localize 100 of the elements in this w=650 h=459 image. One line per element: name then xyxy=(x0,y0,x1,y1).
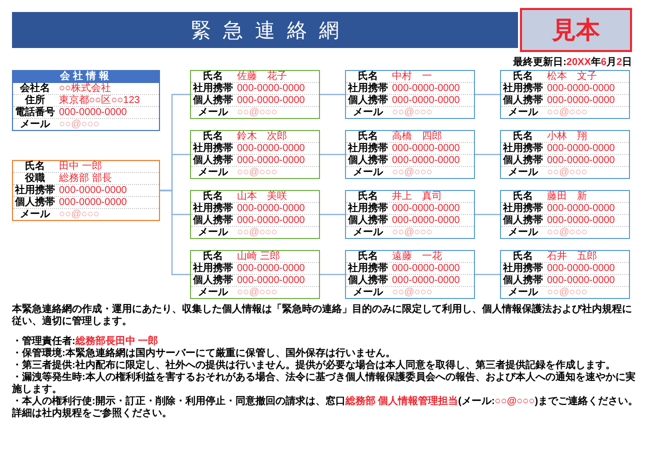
field-value: 総務部 部長 xyxy=(59,173,112,184)
note-text: 本緊急連絡網の作成・運用にあたり、収集した個人情報は「緊急時の連絡」目的のみに限定して利用し、個人情報保護法および社内規程に従い、適切に管理します。 xyxy=(12,304,633,328)
field-label: 個人携帯 xyxy=(348,95,388,106)
connector-line xyxy=(475,214,500,216)
field-label: 氏名 xyxy=(203,251,223,262)
field-label: 社用携帯 xyxy=(503,203,543,214)
field-value: ○○@○○○ xyxy=(59,209,100,221)
field-value: 000-0000-0000 xyxy=(392,215,460,226)
connector-line xyxy=(475,274,500,276)
field-value: 000-0000-0000 xyxy=(547,215,615,226)
field-label: 社用携帯 xyxy=(193,263,233,274)
field-label: 氏名 xyxy=(203,71,223,82)
field-label: 個人携帯 xyxy=(503,275,543,286)
field-label: 社用携帯 xyxy=(503,83,543,94)
field-label: メール xyxy=(20,119,50,131)
title-banner: 緊急連絡網 xyxy=(12,12,518,48)
contact-card xyxy=(500,250,630,299)
field-label: 社用携帯 xyxy=(15,185,55,196)
field-value: 高橋 四郎 xyxy=(392,131,442,142)
contact-card xyxy=(190,190,320,239)
field-value: 000-0000-0000 xyxy=(547,155,615,166)
field-label: メール xyxy=(353,227,383,239)
field-label: 氏名 xyxy=(203,191,223,202)
leader-contact-card xyxy=(12,160,160,221)
field-value: 000-0000-0000 xyxy=(392,263,460,274)
field-value: 000-0000-0000 xyxy=(547,203,615,214)
field-label: 個人携帯 xyxy=(193,95,233,106)
contact-card xyxy=(345,190,475,239)
field-value: 鈴木 次郎 xyxy=(237,131,287,142)
field-label: 個人携帯 xyxy=(193,215,233,226)
field-label: 氏名 xyxy=(358,131,378,142)
field-value: 000-0000-0000 xyxy=(547,263,615,274)
field-label: 個人携帯 xyxy=(503,155,543,166)
note-text: ・保管環境:本緊急連絡網は国内サーバーにて厳重に保管し、国外保存は行いません。 xyxy=(12,348,396,359)
field-label: 社用携帯 xyxy=(503,143,543,154)
field-value: ○○@○○○ xyxy=(237,227,278,239)
note-text: ・管理責任者:総務部長田中 一郎 xyxy=(12,336,160,347)
field-value: 藤田 新 xyxy=(547,191,587,202)
field-value: ○○@○○○ xyxy=(59,119,100,131)
contact-card xyxy=(345,130,475,179)
field-value: 000-0000-0000 xyxy=(547,143,615,154)
field-value: 000-0000-0000 xyxy=(237,263,305,274)
field-value: 山崎 三郎 xyxy=(237,251,280,262)
field-value: ○○@○○○ xyxy=(392,167,432,179)
field-label: 個人携帯 xyxy=(503,95,543,106)
field-value: 石井 五郎 xyxy=(547,251,597,262)
field-value: 佐藤 花子 xyxy=(237,71,287,82)
field-label: 氏名 xyxy=(358,71,378,82)
field-label: 社用携帯 xyxy=(348,83,388,94)
field-label: メール xyxy=(508,107,538,119)
contact-card xyxy=(345,250,475,299)
field-value: 000-0000-0000 xyxy=(392,275,460,286)
field-label: メール xyxy=(198,107,228,119)
field-label: 社用携帯 xyxy=(503,263,543,274)
connector-line xyxy=(320,94,345,96)
field-value: ○○@○○○ xyxy=(547,167,588,179)
field-value: 中村 一 xyxy=(392,71,432,82)
contact-card xyxy=(500,70,630,119)
field-label: 氏名 xyxy=(513,131,533,142)
field-value: 遠藤 一花 xyxy=(392,251,442,262)
field-value: ○○@○○○ xyxy=(237,287,278,299)
field-value: 000-0000-0000 xyxy=(237,215,305,226)
field-value: 000-0000-0000 xyxy=(392,83,460,94)
field-label: 氏名 xyxy=(203,131,223,142)
field-value: 000-0000-0000 xyxy=(237,143,305,154)
contact-card xyxy=(190,130,320,179)
field-value: 000-0000-0000 xyxy=(547,83,615,94)
field-label: 個人携帯 xyxy=(193,275,233,286)
field-label: 社用携帯 xyxy=(348,263,388,274)
field-label: メール xyxy=(198,227,228,239)
connector-line xyxy=(320,154,345,156)
connector-line xyxy=(320,214,345,216)
field-value: 000-0000-0000 xyxy=(547,275,615,286)
field-value: 小林 翔 xyxy=(547,131,587,142)
field-value: 000-0000-0000 xyxy=(237,275,305,286)
note-text: ・漏洩等発生時:本人の権利利益を害するおそれがある場合、法令に基づき個人情報保護委員会への報告、および本人への通知を速やかに実施します。 xyxy=(12,372,636,396)
field-value: 000-0000-0000 xyxy=(59,197,127,208)
connector-line xyxy=(320,274,345,276)
field-label: メール xyxy=(20,209,50,221)
field-label: 氏名 xyxy=(513,191,533,202)
field-label: メール xyxy=(353,287,383,299)
contact-card xyxy=(190,70,320,119)
company-info-table xyxy=(12,70,160,131)
field-label: 役職 xyxy=(25,173,45,184)
field-value: ○○@○○○ xyxy=(547,287,588,299)
field-value: 000-0000-0000 xyxy=(237,95,305,106)
field-value: 田中 一郎 xyxy=(59,161,102,172)
field-value: ○○@○○○ xyxy=(237,167,278,179)
field-value: 000-0000-0000 xyxy=(237,203,305,214)
connector-line xyxy=(475,154,500,156)
connector-line xyxy=(475,94,500,96)
field-value: ○○@○○○ xyxy=(392,227,432,239)
field-value: 000-0000-0000 xyxy=(237,155,305,166)
field-label: 社用携帯 xyxy=(348,203,388,214)
field-value: 000-0000-0000 xyxy=(237,83,305,94)
field-label: 氏名 xyxy=(513,71,533,82)
field-value: 000-0000-0000 xyxy=(392,155,460,166)
field-value: ○○@○○○ xyxy=(547,107,588,119)
field-label: メール xyxy=(508,227,538,239)
field-label: メール xyxy=(353,167,383,179)
